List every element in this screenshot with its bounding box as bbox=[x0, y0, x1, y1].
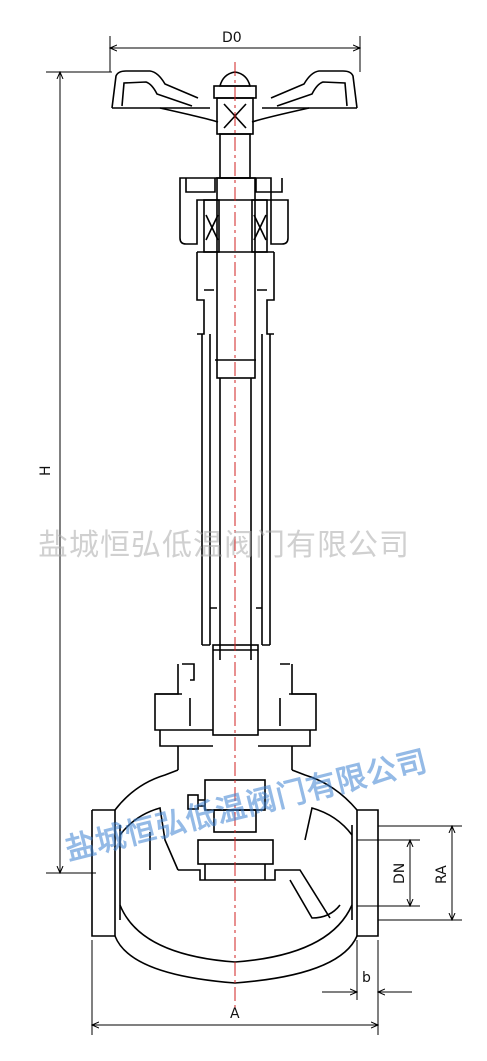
dim-label-b: b bbox=[362, 970, 371, 986]
handwheel bbox=[111, 70, 358, 123]
dim-label-h: H bbox=[38, 465, 54, 476]
dim-label-d0: D0 bbox=[222, 30, 242, 46]
dimension-lines bbox=[46, 36, 462, 1035]
dim-label-ra: RA bbox=[434, 865, 450, 884]
dim-label-a: A bbox=[230, 1006, 240, 1022]
valve-stem bbox=[215, 177, 256, 660]
bonnet-flange bbox=[154, 663, 317, 770]
watermark-gray: 盐城恒弘低温阀门有限公司 bbox=[38, 528, 410, 563]
dim-label-dn: DN bbox=[392, 863, 408, 884]
extension-tube bbox=[201, 334, 271, 736]
bonnet-packing bbox=[179, 177, 289, 335]
